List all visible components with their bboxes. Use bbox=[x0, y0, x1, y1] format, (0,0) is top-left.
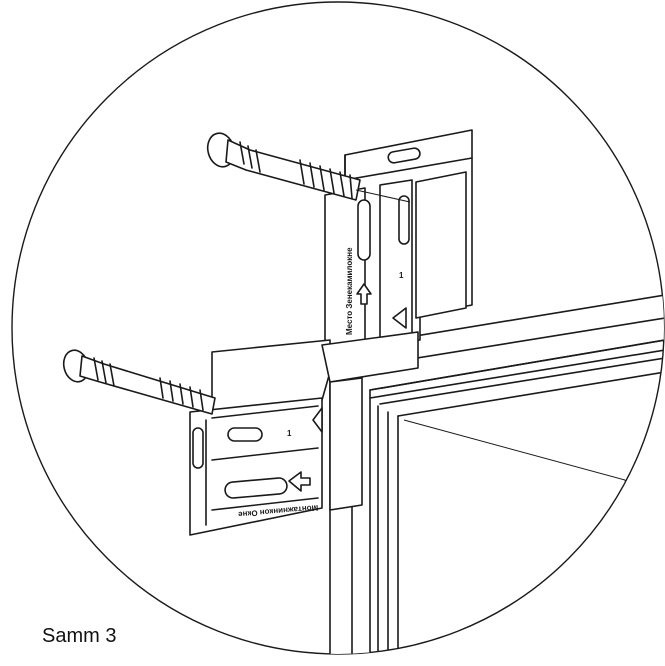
up-arrow-icon bbox=[356, 283, 372, 305]
digit-lower: 1 bbox=[287, 429, 292, 438]
step-label: Samm 3 bbox=[42, 625, 117, 647]
glass-pane bbox=[403, 419, 664, 641]
digit-upper: 1 bbox=[399, 271, 404, 280]
upper-bracket: Место Зенекамилокне 1 bbox=[324, 129, 473, 356]
lower-screw bbox=[62, 349, 216, 415]
left-arrow-icon-lower bbox=[288, 471, 311, 492]
lower-bracket: Монтажнинкон Окне 1 bbox=[189, 339, 331, 536]
window-frame bbox=[329, 294, 664, 654]
upper-screw bbox=[206, 132, 411, 203]
left-arrow-icon bbox=[392, 307, 407, 329]
bracket-vertical-text: Место Зенекамилокне bbox=[345, 247, 354, 335]
